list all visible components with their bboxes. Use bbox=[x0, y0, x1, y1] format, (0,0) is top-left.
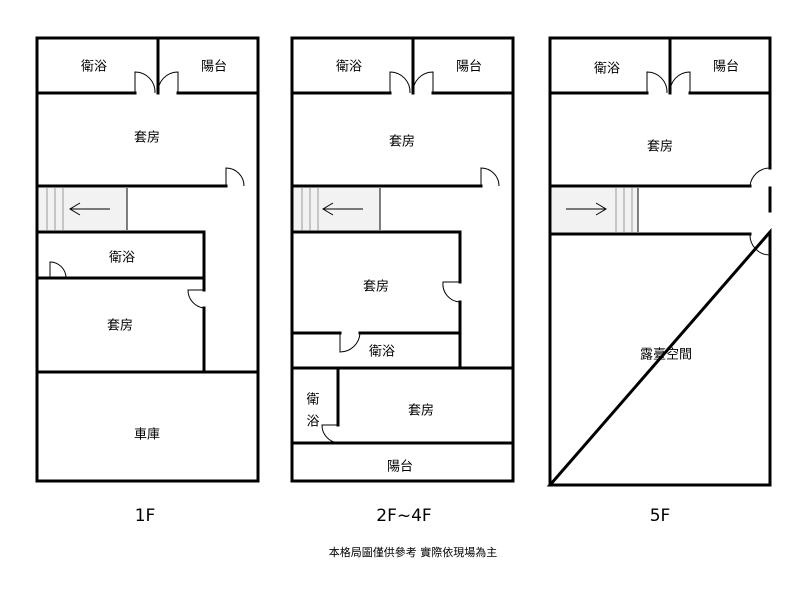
floor-plan-5f: 衛浴 陽台 套房 露臺空間 5F bbox=[546, 36, 772, 526]
room-label-1f-suite-mid: 套房 bbox=[107, 318, 133, 334]
stair-arrow-5f bbox=[566, 202, 607, 216]
room-label-2f-suite-top: 套房 bbox=[389, 134, 415, 150]
floor-label-1f: 1F bbox=[135, 506, 156, 526]
room-label-5f-terrace: 露臺空間 bbox=[640, 348, 692, 363]
floor-plan-2f-4f: 衛浴 陽台 套房 套房 衛浴 衛 浴 套房 陽台 2F~4F bbox=[290, 36, 515, 526]
room-label-2f-suite-low: 套房 bbox=[408, 403, 434, 419]
floor-label-5f: 5F bbox=[650, 506, 671, 526]
room-label-2f-bath-low-1: 衛 bbox=[306, 393, 319, 408]
room-label-2f-balcony-bottom: 陽台 bbox=[387, 460, 413, 475]
room-label-1f-garage: 車庫 bbox=[134, 428, 160, 443]
room-label-1f-suite-top: 套房 bbox=[134, 130, 160, 146]
staircase-5f bbox=[615, 188, 639, 232]
floor-plan-1f: 衛浴 陽台 套房 衛浴 套房 車庫 1F bbox=[35, 36, 260, 526]
room-label-2f-balcony-top: 陽台 bbox=[456, 60, 482, 75]
staircase-2f-4f bbox=[301, 188, 381, 230]
floor-label-2f-4f: 2F~4F bbox=[376, 506, 431, 526]
room-label-1f-balcony-top: 陽台 bbox=[201, 60, 227, 75]
room-label-5f-bath-top: 衛浴 bbox=[594, 62, 620, 77]
room-label-2f-bath-mid: 衛浴 bbox=[369, 345, 395, 360]
disclaimer-note: 本格局圖僅供參考 實際依現場為主 bbox=[329, 545, 498, 559]
stair-arrow-1f bbox=[69, 202, 110, 216]
room-label-1f-bath-top: 衛浴 bbox=[81, 60, 107, 75]
stair-arrow-2f-4f bbox=[322, 202, 363, 216]
room-label-2f-bath-low-2: 浴 bbox=[306, 415, 319, 430]
staircase-1f bbox=[46, 188, 128, 230]
room-label-5f-suite-top: 套房 bbox=[647, 139, 673, 155]
room-label-1f-bath-mid: 衛浴 bbox=[109, 251, 135, 266]
room-label-2f-bath-top: 衛浴 bbox=[336, 60, 362, 75]
room-label-5f-balcony-top: 陽台 bbox=[713, 60, 739, 75]
room-label-2f-suite-mid: 套房 bbox=[363, 279, 389, 295]
